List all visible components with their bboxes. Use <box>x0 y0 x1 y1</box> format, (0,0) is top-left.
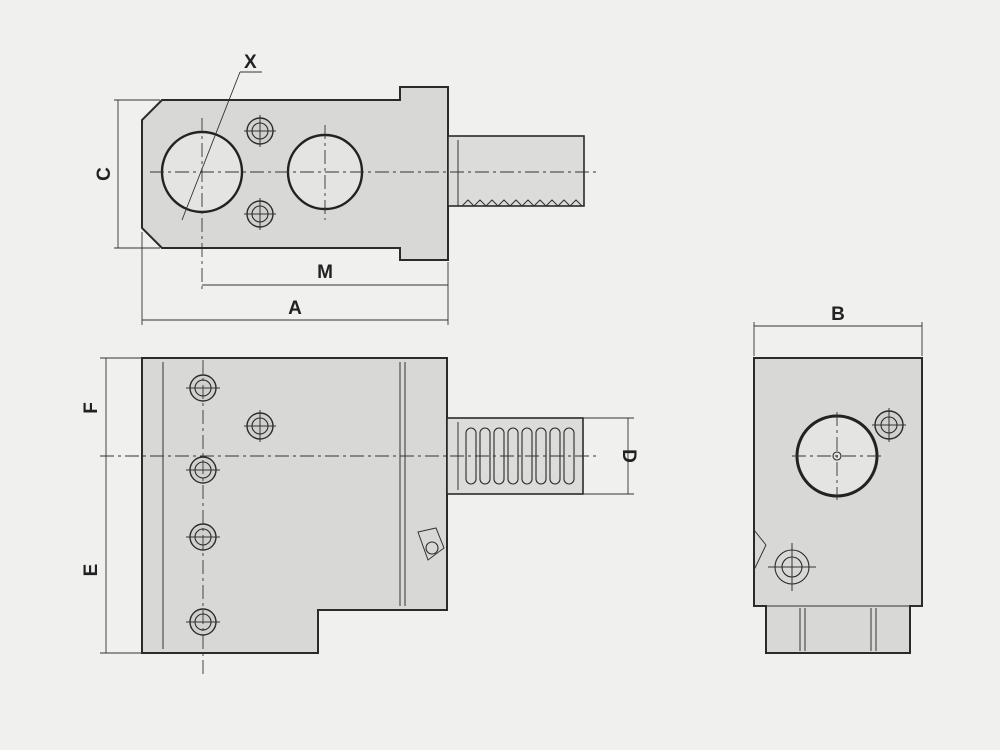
front-view: F E D <box>81 357 639 675</box>
screw-hole-front-side <box>244 410 276 442</box>
top-view-thread <box>461 199 583 207</box>
label-d: D <box>618 449 639 463</box>
coolant-plug <box>417 527 445 561</box>
label-c: C <box>94 167 115 181</box>
front-view-body <box>141 357 448 654</box>
x-leader <box>181 71 241 221</box>
label-a: A <box>288 298 302 319</box>
label-f: F <box>81 402 102 414</box>
side-view-bore <box>792 412 882 500</box>
screw-hole-top-b <box>244 198 276 230</box>
label-e: E <box>81 564 102 577</box>
screw-hole-side-lower <box>768 543 816 591</box>
side-view-body <box>753 357 923 654</box>
screw-hole-top-a <box>244 115 276 147</box>
top-view: X C M A <box>94 52 600 325</box>
screw-hole-side-upper <box>872 408 906 442</box>
label-m: M <box>317 262 333 283</box>
label-b: B <box>831 304 845 325</box>
side-view: B <box>753 304 923 654</box>
label-x: X <box>244 52 257 73</box>
top-view-shank <box>447 135 585 207</box>
